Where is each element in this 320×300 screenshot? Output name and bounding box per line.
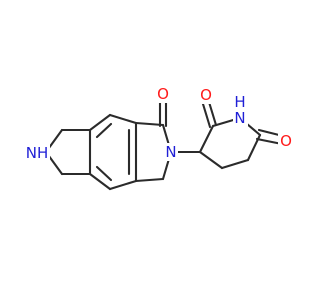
- bond: [198, 150, 224, 170]
- molecule-structure: NH N O O H N O: [22, 85, 293, 191]
- bond: [198, 124, 215, 154]
- bond: [134, 177, 165, 183]
- structure-canvas: NH N O O H N O: [22, 85, 293, 191]
- bond: [201, 102, 212, 129]
- bond: [88, 113, 112, 132]
- bond: [95, 165, 113, 182]
- bond: [108, 113, 138, 125]
- bond: [207, 100, 218, 127]
- bond: [220, 158, 250, 170]
- imide-o-left-label: O: [200, 86, 212, 104]
- bond: [134, 121, 165, 127]
- imide-h-label: H: [234, 93, 245, 111]
- amine-nh-label: NH: [26, 144, 49, 162]
- bond: [88, 172, 112, 191]
- ketone-o-label: O: [157, 85, 169, 103]
- atom-labels: NH N O O H N O: [22, 85, 293, 162]
- lactam-n-label: N: [165, 143, 176, 161]
- imide-n-label: N: [234, 109, 245, 127]
- bond: [108, 179, 138, 191]
- bond: [95, 122, 113, 139]
- bond: [255, 137, 284, 146]
- imide-o-right-label: O: [280, 132, 292, 150]
